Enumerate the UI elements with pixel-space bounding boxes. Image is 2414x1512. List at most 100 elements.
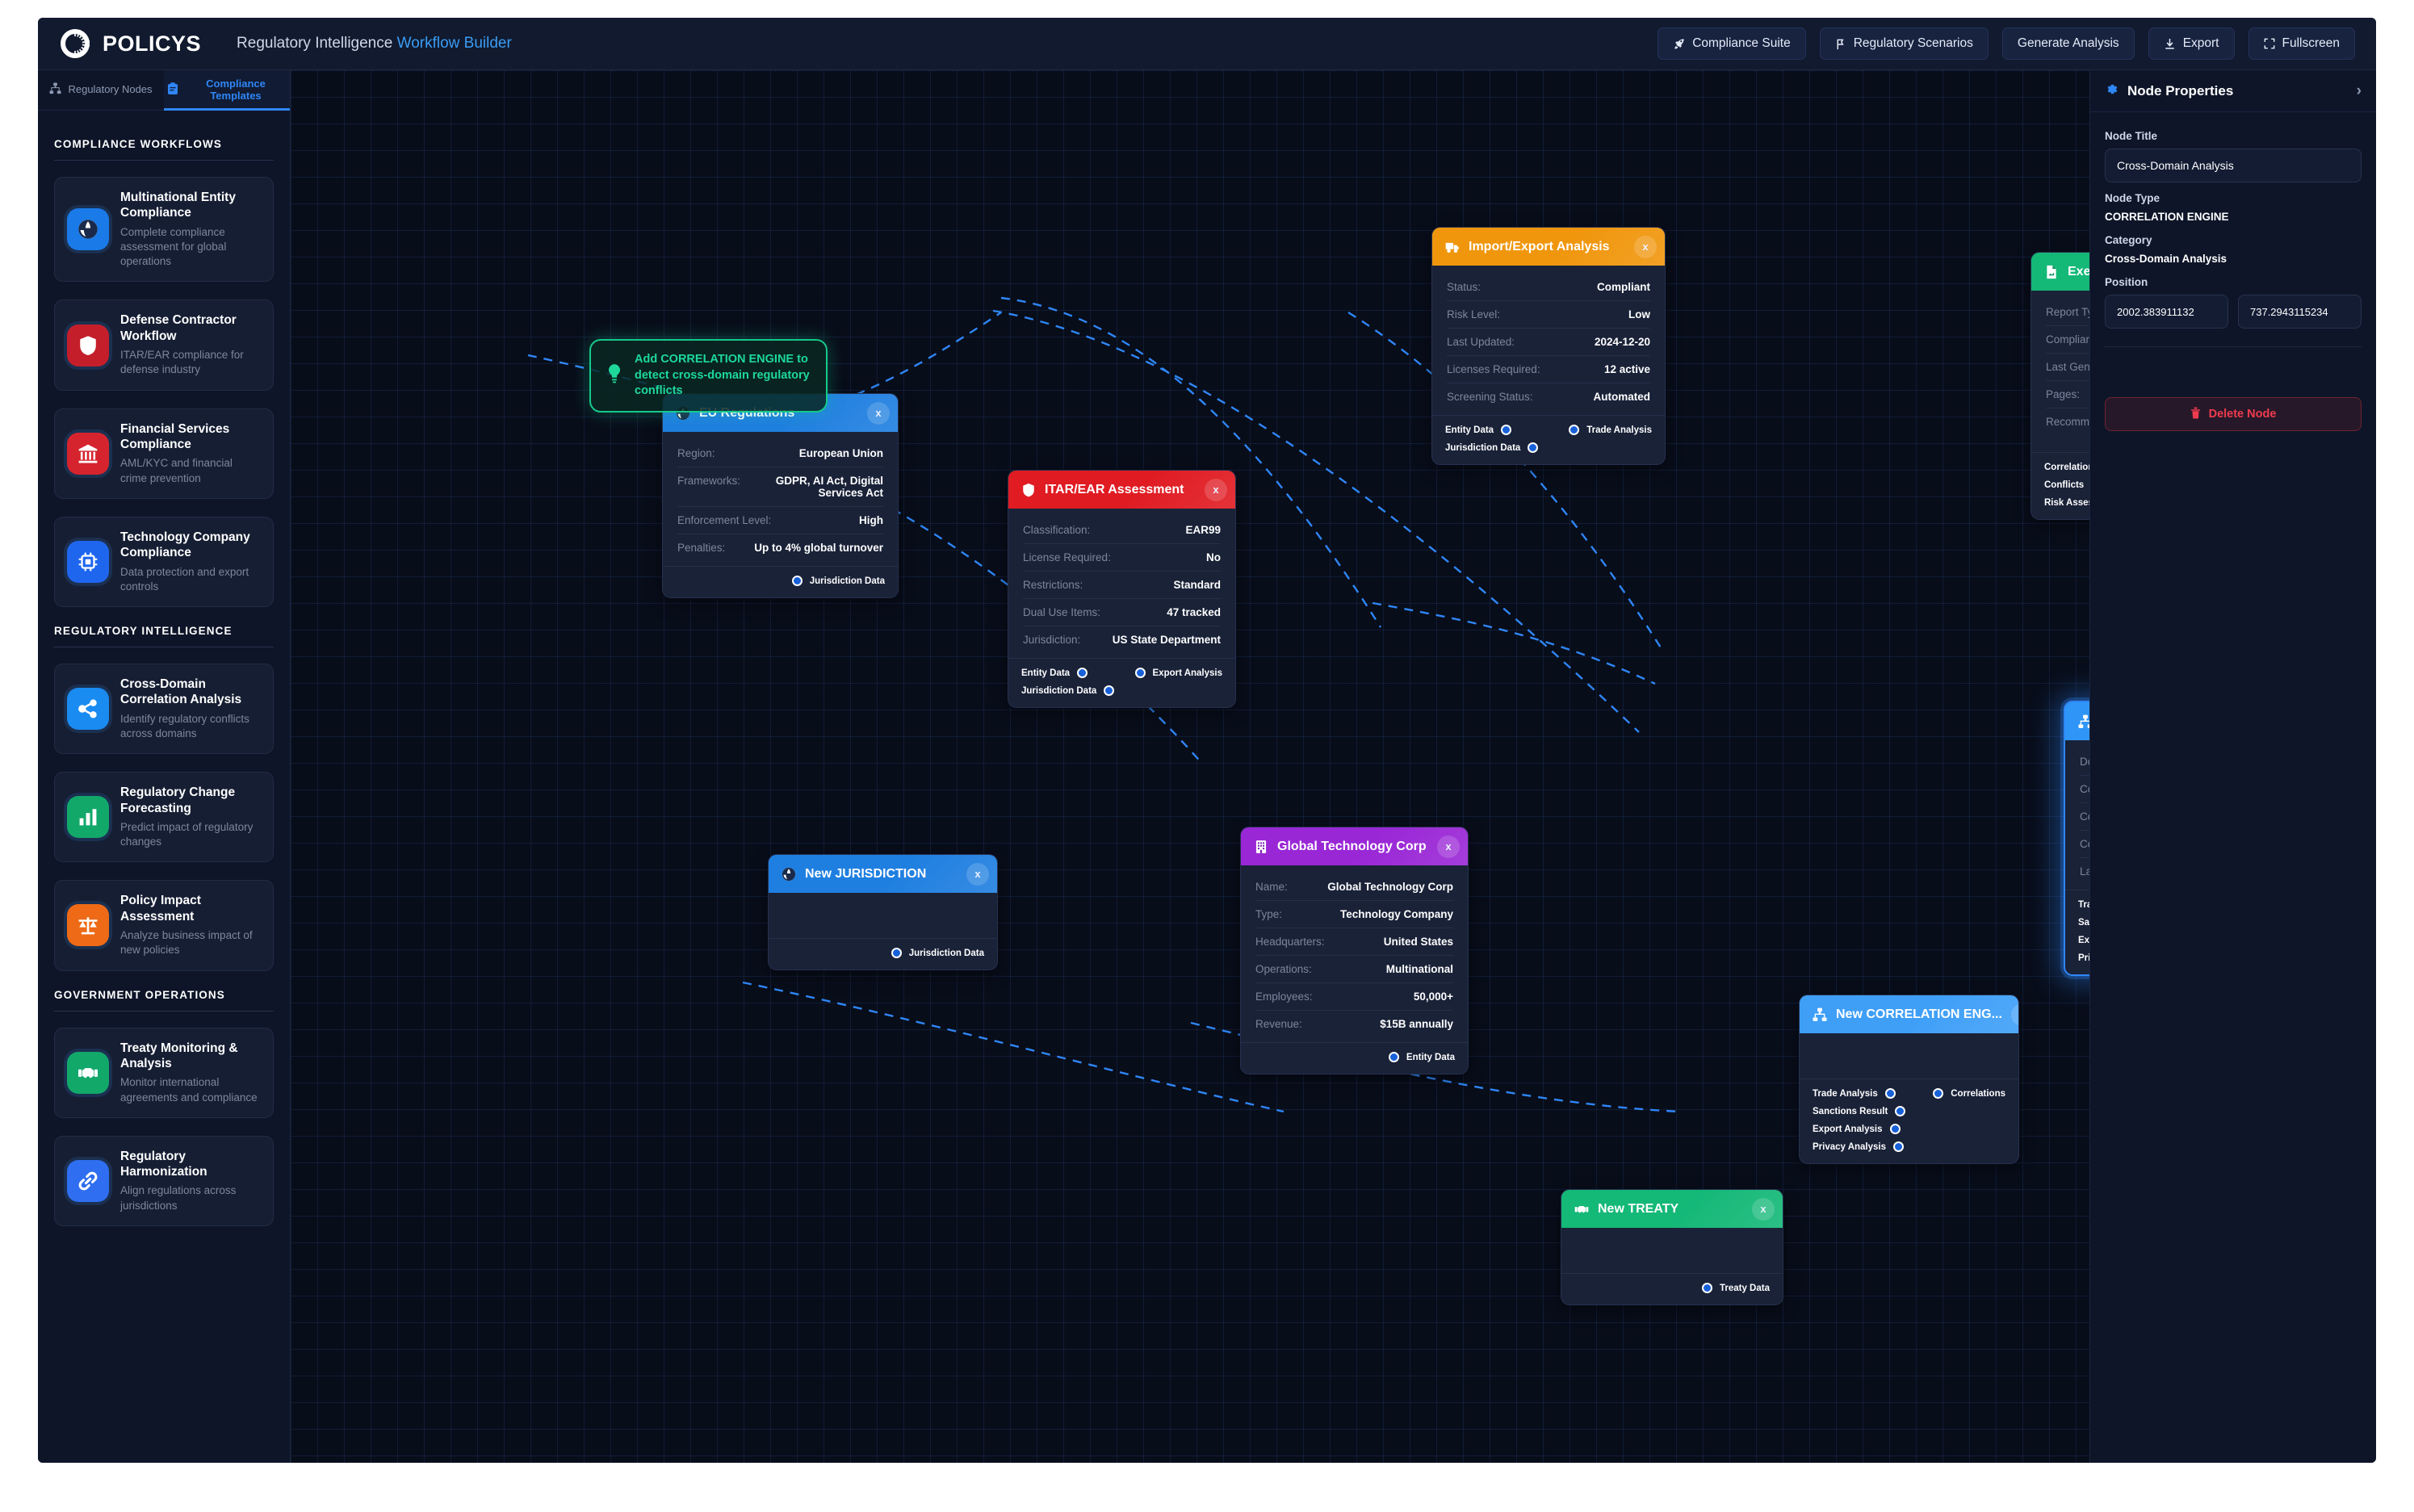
node-input-port[interactable]: Jurisdiction Data: [1445, 442, 1539, 453]
node-input-port-label: Trade Analysis: [1813, 1088, 1878, 1099]
node-input-port[interactable]: Export Analysis: [2078, 935, 2089, 945]
canvas-node-executive-summary[interactable]: Executive SummaryxReport Type:Executive …: [2031, 252, 2089, 520]
port-dot-icon[interactable]: [1933, 1088, 1944, 1099]
node-row-key: Dual Use Items:: [1023, 606, 1101, 618]
generate-analysis-button[interactable]: Generate Analysis: [2001, 27, 2135, 60]
export-button[interactable]: Export: [2148, 27, 2235, 60]
node-output-port[interactable]: Treaty Data: [1701, 1283, 1770, 1293]
position-x-input[interactable]: 2002.383911132: [2105, 295, 2228, 329]
node-output-port[interactable]: Entity Data: [1388, 1052, 1455, 1062]
canvas-node-new-correlation-engine[interactable]: New CORRELATION ENG... xTrade AnalysisSan…: [1799, 995, 2019, 1164]
node-title-input[interactable]: Cross-Domain Analysis: [2105, 149, 2362, 182]
compliance-suite-button[interactable]: Compliance Suite: [1658, 27, 1806, 60]
tab-regulatory-nodes[interactable]: Regulatory Nodes: [38, 70, 164, 110]
node-input-port[interactable]: Trade Analysis: [2078, 899, 2089, 910]
node-input-port[interactable]: Entity Data: [1445, 425, 1538, 435]
node-input-port[interactable]: Jurisdiction Data: [1021, 685, 1115, 696]
regulatory-scenarios-button[interactable]: Regulatory Scenarios: [1819, 27, 1989, 60]
node-input-port[interactable]: Privacy Analysis: [2078, 953, 2089, 963]
port-dot-icon[interactable]: [1077, 668, 1088, 678]
node-header[interactable]: New CORRELATION ENG... x: [1800, 995, 2018, 1033]
node-input-port[interactable]: Correlations: [2044, 462, 2089, 472]
building-icon: [1254, 840, 1268, 854]
close-icon[interactable]: x: [867, 401, 890, 425]
close-icon[interactable]: x: [1752, 1197, 1775, 1221]
port-dot-icon[interactable]: [1884, 1088, 1896, 1099]
port-dot-icon[interactable]: [1501, 425, 1512, 435]
delete-node-button[interactable]: Delete Node: [2105, 397, 2362, 431]
node-input-port[interactable]: Sanctions Result: [2078, 917, 2089, 928]
port-dot-icon[interactable]: [1134, 668, 1146, 678]
node-title: New CORRELATION ENG...: [1836, 1007, 2002, 1021]
node-row-key: Licenses Required:: [1447, 363, 1540, 375]
fullscreen-button[interactable]: Fullscreen: [2248, 27, 2355, 60]
port-dot-icon[interactable]: [1104, 685, 1115, 696]
node-input-ports: CorrelationsConflictsRisk Assessment: [2044, 462, 2089, 508]
close-icon[interactable]: x: [1634, 235, 1657, 258]
port-dot-icon[interactable]: [891, 948, 902, 958]
node-row-key: Headquarters:: [1255, 936, 1325, 948]
close-icon[interactable]: x: [1205, 478, 1227, 501]
node-input-port[interactable]: Entity Data: [1021, 668, 1114, 678]
port-dot-icon[interactable]: [1893, 1141, 1904, 1152]
node-input-port[interactable]: Conflicts: [2044, 480, 2089, 490]
port-dot-icon[interactable]: [791, 576, 803, 586]
close-icon[interactable]: x: [1437, 835, 1460, 858]
node-row: Classification:EAR99: [1023, 517, 1221, 544]
node-input-port[interactable]: Export Analysis: [1813, 1124, 1905, 1134]
canvas-node-cross-domain-analysis[interactable]: Cross-Domain AnalysisxDomains Analyzed:6…: [2064, 701, 2089, 976]
port-dot-icon[interactable]: [1701, 1283, 1712, 1293]
port-dot-icon[interactable]: [1569, 425, 1580, 435]
node-row: Report Type:Executive Summary: [2046, 299, 2089, 326]
node-output-port[interactable]: Correlations: [1933, 1088, 2005, 1099]
node-input-port[interactable]: Trade Analysis: [1813, 1088, 1905, 1099]
close-icon[interactable]: x: [2010, 1003, 2018, 1026]
port-dot-icon[interactable]: [1889, 1124, 1901, 1134]
node-body: Report Type:Executive SummaryCompliance …: [2031, 291, 2089, 452]
node-output-port-label: Jurisdiction Data: [809, 576, 885, 586]
node-output-port[interactable]: Export Analysis: [1134, 668, 1222, 678]
port-dot-icon[interactable]: [1388, 1052, 1399, 1062]
position-y-input[interactable]: 737.2943115234: [2238, 295, 2362, 329]
node-output-port[interactable]: Jurisdiction Data: [791, 576, 885, 586]
node-row-value: Technology Company: [1339, 908, 1453, 920]
chevron-right-icon[interactable]: ›: [2356, 82, 2362, 99]
node-input-port[interactable]: Privacy Analysis: [1813, 1141, 1905, 1152]
node-output-port[interactable]: Jurisdiction Data: [891, 948, 984, 958]
port-dot-icon[interactable]: [1528, 442, 1539, 453]
tab-compliance-templates[interactable]: Compliance Templates: [164, 70, 290, 111]
close-icon[interactable]: x: [966, 862, 989, 886]
node-row: Risk Level:Low: [1447, 301, 1650, 329]
page-title: Regulatory Intelligence Workflow Builder: [237, 35, 512, 52]
node-output-port[interactable]: Trade Analysis: [1569, 425, 1652, 435]
node-header[interactable]: Executive Summaryx: [2031, 253, 2089, 291]
node-input-port[interactable]: Risk Assessment: [2044, 497, 2089, 508]
node-input-port[interactable]: Sanctions Result: [1813, 1106, 1906, 1116]
port-dot-icon[interactable]: [1895, 1106, 1906, 1116]
